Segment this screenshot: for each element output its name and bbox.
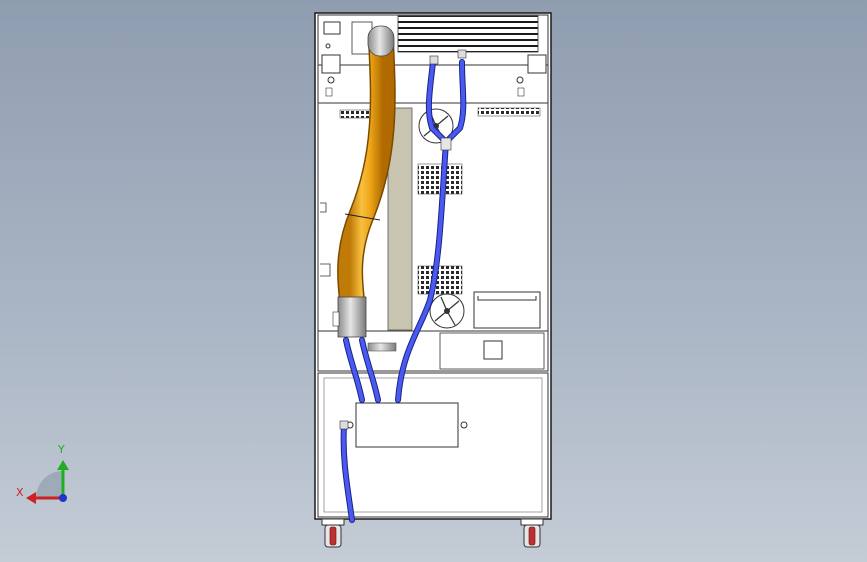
control-box-screw	[460, 421, 468, 429]
junction-box	[483, 340, 503, 360]
caster-wheel-icon	[321, 518, 345, 548]
side-latch	[320, 202, 327, 213]
air-duct	[332, 25, 396, 338]
rail-tab-2	[517, 87, 525, 97]
coordinate-triad-icon	[26, 460, 69, 504]
duct-top-cuff	[367, 25, 395, 57]
left-rail-bolt	[327, 76, 335, 84]
fan-icon	[429, 293, 465, 329]
right-mount-bracket	[527, 54, 547, 74]
drip-tray	[473, 291, 541, 329]
top-label-plate	[323, 21, 341, 35]
top-vent-louver	[397, 15, 539, 53]
left-mount-bracket	[321, 54, 341, 74]
y-axis-label: Y	[58, 443, 65, 456]
vent-grille-lower	[417, 265, 463, 295]
right-rail-bolt	[516, 76, 524, 84]
caster-wheel-icon	[520, 518, 544, 548]
x-axis-label: X	[16, 486, 24, 499]
top-mount-hole	[325, 43, 331, 49]
side-latch	[320, 263, 331, 277]
connector-strip-right	[477, 107, 541, 117]
tube-fitting	[457, 49, 467, 59]
control-box	[355, 402, 459, 448]
tube-fitting	[429, 55, 439, 65]
rail-tab-1	[325, 87, 333, 97]
tube-tee-fitting	[440, 137, 452, 151]
duct-bottom-cuff	[337, 296, 367, 338]
tube-fitting	[339, 420, 349, 430]
coolant-tubing	[339, 49, 467, 523]
base-inner-frame	[323, 377, 543, 513]
pipe-stub	[367, 342, 397, 352]
